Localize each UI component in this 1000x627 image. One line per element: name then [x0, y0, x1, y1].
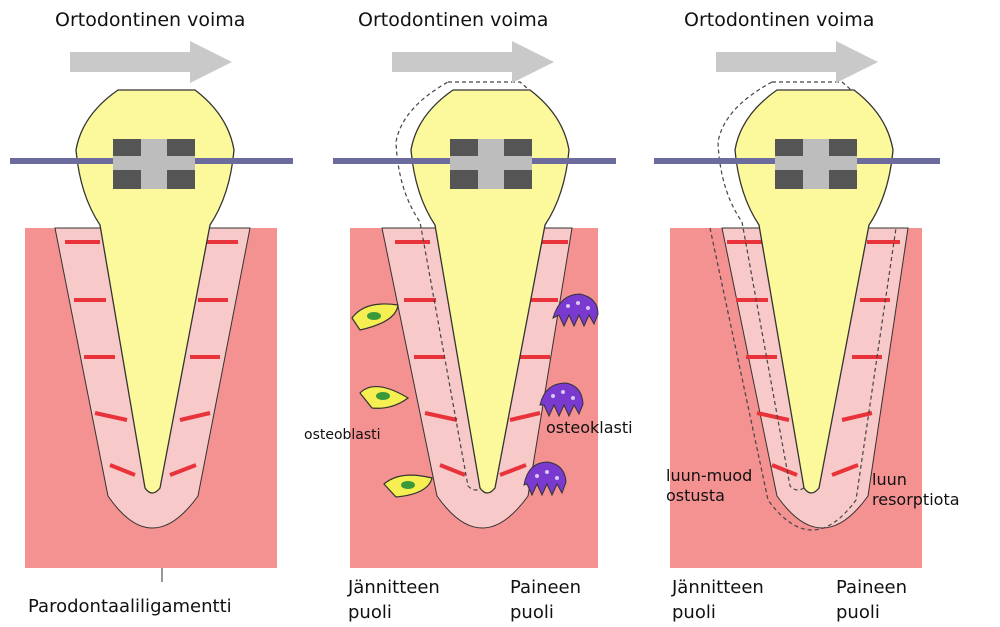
bone-resorption-label: luun resorptiota — [872, 470, 992, 510]
force-arrow — [70, 41, 232, 83]
pressure-side-label: Paineen puoli — [836, 575, 936, 625]
panel-2 — [333, 41, 616, 568]
osteoclast-label: osteoklasti — [546, 418, 633, 438]
bracket — [775, 139, 857, 189]
force-arrow — [392, 41, 554, 83]
bracket — [450, 139, 532, 189]
ligament-label: Parodontaaliligamentti — [28, 594, 232, 619]
force-title: Ortodontinen voima — [684, 9, 874, 31]
bracket — [113, 139, 195, 189]
panel-1 — [10, 41, 293, 582]
force-title: Ortodontinen voima — [358, 9, 548, 31]
tension-side-label: Jännitteen puoli — [672, 575, 802, 625]
bone-formation-label: luun-muodostusta — [666, 466, 756, 506]
force-arrow — [716, 41, 878, 83]
osteoblast-label: osteoblasti — [304, 427, 381, 443]
force-title: Ortodontinen voima — [55, 9, 245, 31]
pressure-side-label: Paineen puoli — [510, 575, 610, 625]
tension-side-label: Jännitteen puoli — [348, 575, 478, 625]
